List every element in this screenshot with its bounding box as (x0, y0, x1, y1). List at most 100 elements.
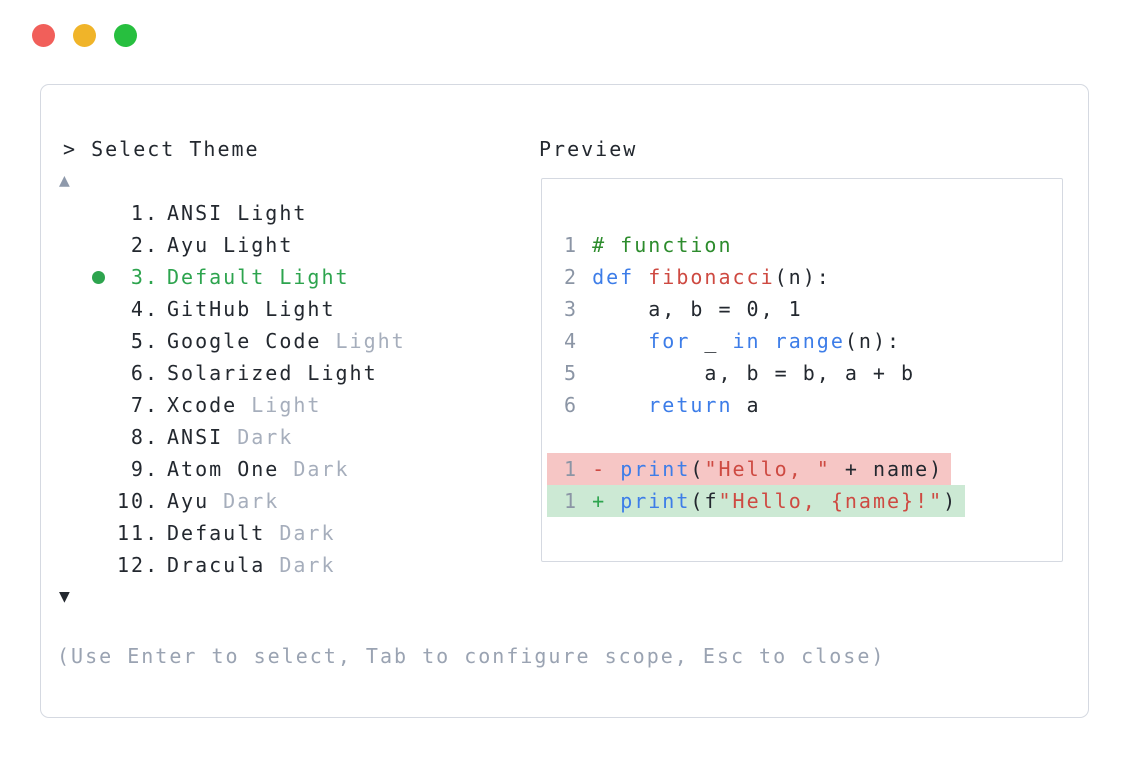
code-token: + name) (830, 457, 944, 481)
diff-removed-line: 1 - print("Hello, " + name) (542, 453, 1062, 485)
theme-number: 8. (130, 425, 159, 449)
code-token: ) (943, 489, 958, 513)
code-token (578, 329, 648, 353)
code-token: print (620, 489, 691, 513)
theme-number: 3. (130, 265, 159, 289)
theme-name-part: Dark (223, 425, 294, 449)
code-token: (n): (774, 265, 831, 289)
scroll-up-indicator[interactable]: ▲ (59, 170, 70, 191)
select-theme-prompt: > Select Theme (63, 137, 260, 161)
theme-name-part: Ayu (167, 489, 210, 513)
theme-name-part: ANSI Light (167, 201, 308, 225)
minimize-button[interactable] (73, 24, 96, 47)
theme-option[interactable]: 5.Google Code Light (41, 325, 541, 357)
code-token (578, 265, 592, 289)
code-line: 3 a, b = 0, 1 (542, 293, 1062, 325)
code-token (578, 233, 592, 257)
code-token: (f (690, 489, 719, 513)
theme-option[interactable]: 7. Xcode Light (41, 389, 541, 421)
scroll-down-indicator[interactable]: ▼ (59, 586, 70, 607)
theme-number: 1. (130, 201, 159, 225)
code-token: "Hello, " (704, 457, 831, 481)
theme-option[interactable]: 2. Ayu Light (41, 229, 541, 261)
code-token: a, b = b, a + b (578, 361, 916, 385)
theme-name-part: Dracula (167, 553, 266, 577)
theme-number: 9. (130, 457, 159, 481)
theme-name-part: Light (237, 393, 322, 417)
code-token: # function (592, 233, 733, 257)
theme-number: 10. (117, 489, 160, 513)
theme-name-part: Google Code (167, 329, 322, 353)
theme-name-part: Atom One (167, 457, 280, 481)
theme-option[interactable]: 3. Default Light (41, 261, 541, 293)
selected-bullet-icon (92, 270, 105, 284)
code-token (578, 489, 592, 513)
theme-option[interactable]: 6. Solarized Light (41, 357, 541, 389)
theme-number: 6. (130, 361, 159, 385)
code-token: (n): (844, 329, 902, 353)
code-token (578, 393, 648, 417)
code-token (578, 457, 592, 481)
window-controls (32, 24, 155, 47)
code-token: + (592, 489, 607, 513)
code-token: in (732, 329, 761, 353)
theme-number: 4. (130, 297, 159, 321)
line-number: 5 (564, 361, 579, 385)
theme-name-part: Dark (265, 521, 336, 545)
bullet-slot (92, 263, 117, 295)
theme-option[interactable]: 10. Ayu Dark (41, 485, 541, 517)
theme-name-part: GitHub Light (167, 297, 336, 321)
code-line: 6 return a (542, 389, 1062, 421)
code-token: range (774, 329, 845, 353)
code-token: fibonacci (648, 265, 775, 289)
theme-option[interactable]: 11. Default Dark (41, 517, 541, 549)
maximize-button[interactable] (114, 24, 137, 47)
code-token (606, 489, 620, 513)
theme-number: 2. (130, 233, 159, 257)
keyboard-hint: (Use Enter to select, Tab to configure s… (57, 644, 886, 668)
line-number: 1 (564, 457, 579, 481)
theme-selector-window: > Select Theme ▲ 1. ANSI Light 2. Ayu Light… (40, 84, 1089, 718)
theme-name-part: Ayu Light (167, 233, 294, 257)
code-line: 5 a, b = b, a + b (542, 357, 1062, 389)
line-number: 3 (564, 297, 579, 321)
code-token (606, 457, 620, 481)
theme-option[interactable]: 12.Dracula Dark (41, 549, 541, 581)
line-number: 2 (564, 265, 579, 289)
theme-number: 11. (117, 521, 160, 545)
code-token: print (620, 457, 691, 481)
theme-number: 7. (130, 393, 159, 417)
code-token: "Hello, {name}!" (718, 489, 944, 513)
line-number: 6 (564, 393, 579, 417)
line-number: 4 (564, 329, 579, 353)
code-token: return (648, 393, 733, 417)
theme-name-part: Default (167, 521, 266, 545)
theme-name-part: Default Light (167, 265, 350, 289)
theme-option[interactable]: 8. ANSI Dark (41, 421, 541, 453)
diff-highlight: 1 - print("Hello, " + name) (547, 453, 952, 485)
code-token: a (732, 393, 761, 417)
theme-option[interactable]: 1. ANSI Light (41, 197, 541, 229)
code-token: ( (690, 457, 705, 481)
theme-name-part: Solarized Light (167, 361, 378, 385)
theme-name-part: Light (321, 329, 406, 353)
theme-name-part: Dark (209, 489, 280, 513)
theme-name-part: Xcode (167, 393, 238, 417)
code-token: - (592, 457, 607, 481)
preview-title: Preview (539, 137, 638, 161)
code-line: 4 for _ in range(n): (542, 325, 1062, 357)
close-button[interactable] (32, 24, 55, 47)
code-token (634, 265, 648, 289)
code-token: def (592, 265, 635, 289)
code-line: 2 def fibonacci(n): (542, 261, 1062, 293)
theme-name-part: ANSI (167, 425, 224, 449)
theme-list: 1. ANSI Light 2. Ayu Light 3. Default Light 4.… (41, 197, 541, 581)
line-number: 1 (564, 233, 579, 257)
theme-option[interactable]: 4. GitHub Light (41, 293, 541, 325)
code-token: a, b = 0, 1 (578, 297, 803, 321)
code-token (761, 329, 775, 353)
diff-highlight: 1 + print(f"Hello, {name}!") (547, 485, 966, 517)
code-token: _ (690, 329, 733, 353)
theme-option[interactable]: 9.Atom One Dark (41, 453, 541, 485)
